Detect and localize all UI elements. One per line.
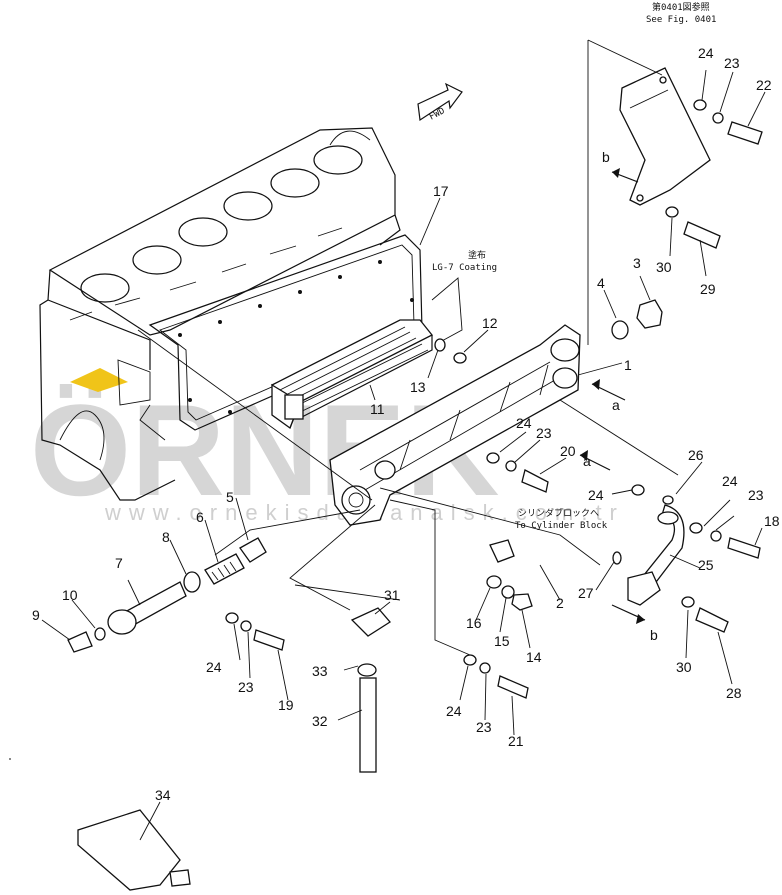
callout-20: 20 bbox=[560, 443, 576, 459]
callout-1: 1 bbox=[624, 357, 632, 373]
svg-text:a: a bbox=[583, 453, 591, 469]
callout-24e: 24 bbox=[206, 659, 222, 675]
watermark-logo-mark bbox=[70, 368, 128, 392]
arrow-b-upper: b bbox=[602, 149, 639, 183]
callout-23c: 23 bbox=[748, 487, 764, 503]
cylinder-bores bbox=[80, 145, 363, 303]
callout-23b: 23 bbox=[536, 425, 552, 441]
callout-3: 3 bbox=[633, 255, 641, 271]
callout-27: 27 bbox=[578, 585, 594, 601]
leader-lines bbox=[137, 39, 679, 656]
callout-14: 14 bbox=[526, 649, 542, 665]
water-pipe-25 bbox=[627, 504, 685, 606]
callout-6: 6 bbox=[196, 509, 204, 525]
callout-22: 22 bbox=[756, 77, 772, 93]
callout-25: 25 bbox=[698, 557, 714, 573]
callout-23: 23 bbox=[724, 55, 740, 71]
svg-text:第0401図参照: 第0401図参照 bbox=[652, 1, 710, 13]
arrow-a-upper: a bbox=[591, 379, 626, 413]
fwd-arrow: FWD bbox=[417, 82, 463, 123]
callout-19: 19 bbox=[278, 697, 294, 713]
callout-26: 26 bbox=[688, 447, 704, 463]
callout-28: 28 bbox=[726, 685, 742, 701]
callout-18: 18 bbox=[764, 513, 780, 529]
callout-34: 34 bbox=[155, 787, 171, 803]
cover-bracket bbox=[619, 67, 711, 206]
svg-text:See Fig. 0401: See Fig. 0401 bbox=[646, 15, 716, 25]
callout-8: 8 bbox=[162, 529, 170, 545]
callout-leaders bbox=[41, 69, 766, 841]
callout-31: 31 bbox=[384, 587, 400, 603]
callout-2: 2 bbox=[556, 595, 564, 611]
callout-11: 11 bbox=[370, 401, 385, 417]
callout-23e: 23 bbox=[476, 719, 492, 735]
arrow-b-lower: b bbox=[611, 604, 658, 643]
engine-block bbox=[39, 127, 401, 501]
svg-text:b: b bbox=[650, 627, 658, 643]
fwd-label: FWD bbox=[428, 106, 447, 122]
relief-valve-assembly bbox=[67, 537, 267, 653]
arrow-a-lower: a bbox=[579, 450, 611, 471]
callout-24b: 24 bbox=[516, 415, 532, 431]
callout-4: 4 bbox=[597, 275, 605, 291]
callout-30b: 30 bbox=[676, 659, 692, 675]
callout-16: 16 bbox=[466, 615, 482, 631]
oil-cooler-core-11 bbox=[271, 319, 434, 430]
callout-23d: 23 bbox=[238, 679, 254, 695]
callout-24d: 24 bbox=[722, 473, 738, 489]
callout-30a: 30 bbox=[656, 259, 672, 275]
callout-7: 7 bbox=[115, 555, 123, 571]
notes: 第0401図参照 See Fig. 0401 塗布 LG-7 Coating シ… bbox=[432, 1, 716, 531]
coating-leader bbox=[431, 277, 463, 343]
svg-text:a: a bbox=[612, 397, 620, 413]
callout-15: 15 bbox=[494, 633, 510, 649]
callout-24f: 24 bbox=[446, 703, 462, 719]
small-parts bbox=[225, 99, 763, 699]
drain-assembly bbox=[77, 607, 391, 891]
svg-text:塗布: 塗布 bbox=[468, 249, 486, 261]
svg-text:To Cylinder Block: To Cylinder Block bbox=[515, 521, 608, 531]
callout-numbers: 24 23 22 17 3 4 12 13 11 1 20 24 23 24 2… bbox=[32, 45, 780, 803]
callout-32: 32 bbox=[312, 713, 328, 729]
callout-9: 9 bbox=[32, 607, 40, 623]
callout-10: 10 bbox=[62, 587, 78, 603]
callout-13: 13 bbox=[410, 379, 426, 395]
svg-text:シリンダブロックへ: シリンダブロックへ bbox=[518, 507, 599, 519]
callout-29: 29 bbox=[700, 281, 716, 297]
callout-17: 17 bbox=[433, 183, 449, 199]
callout-21: 21 bbox=[508, 733, 524, 749]
svg-text:b: b bbox=[602, 149, 610, 165]
callout-24c: 24 bbox=[588, 487, 604, 503]
callout-33: 33 bbox=[312, 663, 328, 679]
callout-5: 5 bbox=[226, 489, 234, 505]
callout-12: 12 bbox=[482, 315, 498, 331]
callout-24: 24 bbox=[698, 45, 714, 61]
svg-text:LG-7 Coating: LG-7 Coating bbox=[432, 263, 497, 273]
